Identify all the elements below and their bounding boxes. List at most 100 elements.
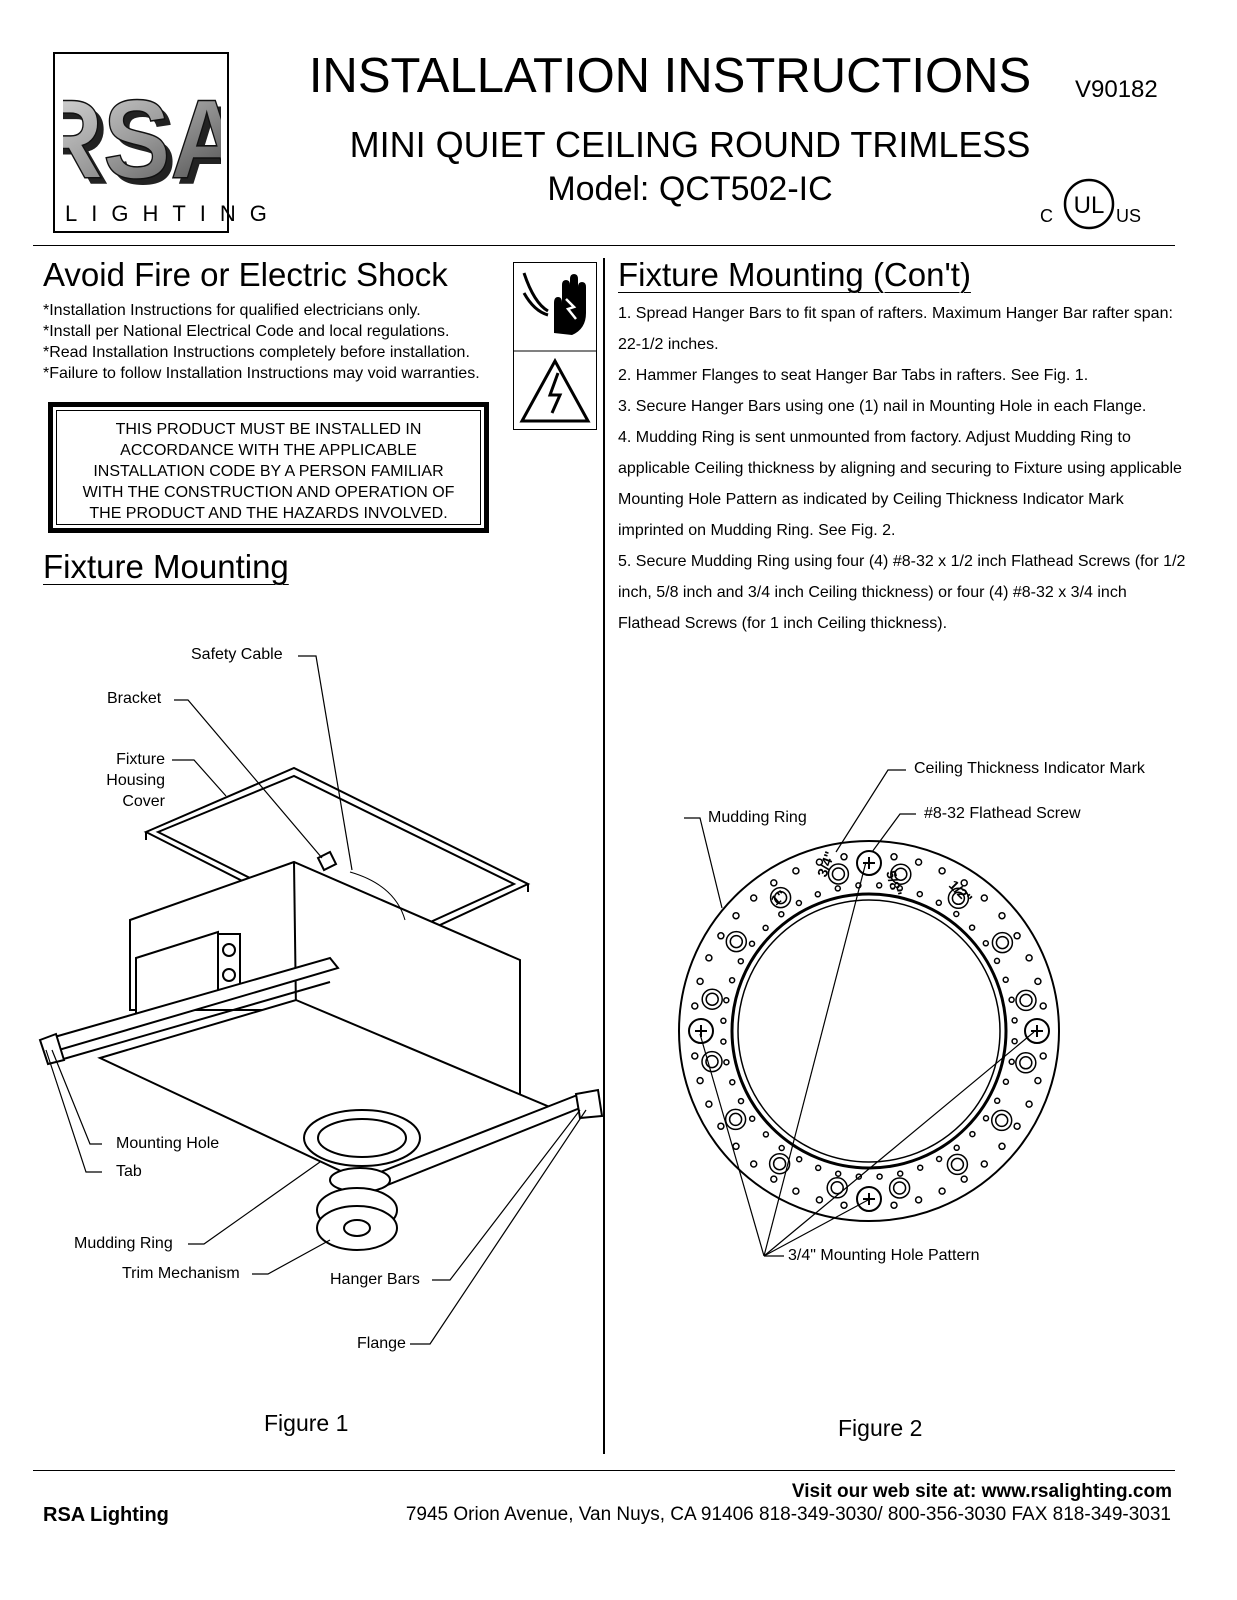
small-hole bbox=[730, 1080, 735, 1085]
small-hole bbox=[939, 1188, 945, 1194]
leader-mounting-hole bbox=[52, 1050, 102, 1144]
notice-line: THIS PRODUCT MUST BE INSTALLED IN bbox=[115, 421, 422, 438]
small-hole bbox=[995, 1098, 1000, 1103]
mounting-hole bbox=[890, 1178, 910, 1198]
small-hole bbox=[917, 892, 922, 897]
small-hole bbox=[1026, 1101, 1032, 1107]
small-hole bbox=[916, 859, 922, 865]
small-hole bbox=[1035, 978, 1041, 984]
small-hole bbox=[815, 892, 820, 897]
mounting-hole-inner bbox=[730, 936, 742, 948]
leader-screw bbox=[872, 814, 916, 852]
small-hole bbox=[937, 1157, 942, 1162]
small-hole bbox=[999, 1143, 1005, 1149]
mounting-hole bbox=[891, 864, 911, 884]
installation-notice-box: THIS PRODUCT MUST BE INSTALLED IN ACCORD… bbox=[48, 402, 489, 533]
ul-c: C bbox=[1040, 206, 1053, 226]
label-flange: Flange bbox=[357, 1335, 406, 1352]
notice-line: THE PRODUCT AND THE HAZARDS INVOLVED. bbox=[89, 505, 448, 522]
leader-bracket bbox=[174, 700, 322, 858]
small-hole bbox=[835, 886, 840, 891]
small-hole bbox=[763, 925, 768, 930]
small-hole bbox=[970, 1132, 975, 1137]
mounting-hole-inner bbox=[730, 1113, 742, 1125]
header-divider bbox=[33, 245, 1175, 246]
page-title: INSTALLATION INSTRUCTIONS bbox=[308, 49, 1032, 103]
doc-code: V90182 bbox=[1075, 76, 1158, 103]
small-hole bbox=[738, 959, 743, 964]
step-item: 1. Spread Hanger Bars to fit span of raf… bbox=[618, 305, 1173, 353]
small-hole bbox=[898, 1171, 903, 1176]
ring-holes bbox=[690, 852, 1048, 1210]
warning-line: *Install per National Electrical Code an… bbox=[43, 323, 450, 340]
label-tab: Tab bbox=[116, 1163, 142, 1180]
small-hole bbox=[841, 854, 847, 860]
ring-mark-5-8: 5/8" bbox=[883, 869, 905, 898]
electric-warning-icon bbox=[519, 357, 591, 423]
small-hole bbox=[954, 1145, 959, 1150]
mounting-hole bbox=[827, 1178, 847, 1198]
product-name: MINI QUIET CEILING ROUND TRIMLESS bbox=[349, 124, 1031, 165]
small-hole bbox=[697, 978, 703, 984]
small-hole bbox=[724, 998, 729, 1003]
small-hole bbox=[779, 912, 784, 917]
small-hole bbox=[750, 941, 755, 946]
mounting-hole-inner bbox=[952, 892, 964, 904]
small-hole bbox=[856, 883, 861, 888]
small-hole bbox=[733, 913, 739, 919]
step-item: 2. Hammer Flanges to seat Hanger Bar Tab… bbox=[618, 367, 1089, 384]
small-hole bbox=[961, 880, 967, 886]
screw-slot bbox=[1031, 1025, 1043, 1037]
mounting-hole-inner bbox=[775, 892, 787, 904]
small-hole bbox=[697, 1078, 703, 1084]
small-hole bbox=[730, 978, 735, 983]
warning-line: *Installation Instructions for qualified… bbox=[43, 302, 421, 319]
warning-heading: Avoid Fire or Electric Shock bbox=[43, 256, 448, 293]
small-hole bbox=[877, 883, 882, 888]
small-hole bbox=[721, 1039, 726, 1044]
fixture-mounting-cont-heading: Fixture Mounting (Con't) bbox=[618, 256, 971, 293]
small-hole bbox=[981, 1161, 987, 1167]
small-hole bbox=[961, 1176, 967, 1182]
leader-mudding-ring bbox=[188, 1162, 320, 1244]
ul-listed-icon: C UL US bbox=[1040, 178, 1141, 230]
leader-hanger-bars bbox=[432, 1110, 580, 1280]
small-hole bbox=[733, 1143, 739, 1149]
label-mounting-hole-pattern: 3/4" Mounting Hole Pattern bbox=[788, 1247, 980, 1264]
notice-line: WITH THE CONSTRUCTION AND OPERATION OF bbox=[82, 484, 455, 501]
mounting-hole bbox=[702, 989, 722, 1009]
small-hole bbox=[836, 1171, 841, 1176]
label-housing-cover: Fixture Housing Cover bbox=[106, 751, 165, 810]
hazard-symbols bbox=[513, 262, 597, 430]
small-hole bbox=[841, 1202, 847, 1208]
mounting-hole-inner bbox=[706, 1056, 718, 1068]
mounting-hole-inner bbox=[1020, 1057, 1032, 1069]
small-hole bbox=[1026, 955, 1032, 961]
small-hole bbox=[1012, 1039, 1017, 1044]
small-hole bbox=[751, 1161, 757, 1167]
small-hole bbox=[984, 1116, 989, 1121]
mounting-hole-inner bbox=[774, 1158, 786, 1170]
leader-trim bbox=[252, 1240, 330, 1274]
small-hole bbox=[816, 1197, 822, 1203]
small-hole bbox=[918, 1165, 923, 1170]
label-mudding-ring: Mudding Ring bbox=[74, 1235, 173, 1252]
small-hole bbox=[750, 1116, 755, 1121]
mounting-hole-inner bbox=[996, 1114, 1008, 1126]
ul-text: UL bbox=[1074, 192, 1105, 219]
small-hole bbox=[891, 854, 897, 860]
fixture-mounting-heading: Fixture Mounting bbox=[43, 548, 289, 585]
company-name: RSA Lighting bbox=[43, 1504, 169, 1526]
notice-line: INSTALLATION CODE BY A PERSON FAMILIAR bbox=[93, 463, 444, 480]
small-hole bbox=[939, 868, 945, 874]
mounting-steps: 1. Spread Hanger Bars to fit span of raf… bbox=[618, 298, 1188, 639]
small-hole bbox=[706, 1101, 712, 1107]
warning-list: *Installation Instructions for qualified… bbox=[43, 300, 480, 384]
rsa-logo: RSA RSA LIGHTING bbox=[53, 52, 267, 233]
small-hole bbox=[793, 868, 799, 874]
company-address: 7945 Orion Avenue, Van Nuys, CA 91406 81… bbox=[405, 1504, 1171, 1525]
column-divider bbox=[603, 258, 605, 1454]
warning-line: *Read Installation Instructions complete… bbox=[43, 344, 470, 361]
small-hole bbox=[1014, 1123, 1020, 1129]
